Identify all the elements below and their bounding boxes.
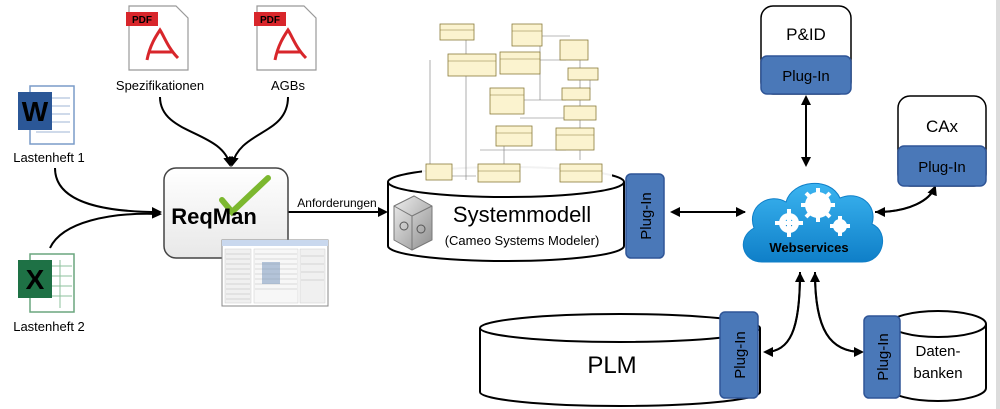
pdf-spezifikationen-icon: PDF bbox=[126, 5, 189, 71]
svg-text:Plug-In: Plug-In bbox=[875, 333, 892, 381]
excel-letter: X bbox=[26, 264, 45, 295]
spezifikationen-label: Spezifikationen bbox=[116, 78, 204, 93]
arrow-webservices-plm-b bbox=[764, 272, 805, 353]
arrow-spezifikationen-reqman bbox=[159, 96, 234, 167]
reqman-logo-text: ReqMan bbox=[171, 204, 257, 229]
webservices-cloud-icon: Webservices bbox=[742, 183, 883, 263]
connectors bbox=[49, 95, 937, 357]
cax-plugin-label: Plug-In bbox=[918, 159, 966, 176]
arrow-webservices-db-b bbox=[810, 272, 863, 353]
svg-text:Plug-In: Plug-In bbox=[732, 331, 749, 379]
plm-label: PLM bbox=[587, 352, 636, 379]
reqman-box: ReqMan bbox=[163, 167, 289, 259]
pid-box: P&ID Plug-In bbox=[760, 5, 852, 95]
plm-plugin: Plug-In bbox=[719, 311, 759, 399]
lastenheft2-label: Lastenheft 2 bbox=[13, 319, 85, 334]
pid-label: P&ID bbox=[786, 25, 826, 44]
svg-text:PDF: PDF bbox=[132, 15, 152, 26]
excel-document-icon: X bbox=[18, 253, 75, 313]
arrow-lastenheft1-reqman bbox=[54, 167, 162, 217]
arrow-webservices-plm-a bbox=[763, 271, 801, 357]
arrow-lastenheft2-reqman bbox=[49, 208, 162, 249]
anforderungen-label: Anforderungen bbox=[297, 196, 376, 210]
uml-diagram-screenshot bbox=[422, 18, 612, 186]
word-letter: W bbox=[22, 96, 49, 127]
lastenheft1-label: Lastenheft 1 bbox=[13, 150, 85, 165]
pdf-agbs-icon: PDF bbox=[254, 5, 317, 71]
systemmodell-plugin: Plug-In bbox=[625, 173, 665, 259]
word-document-icon: W bbox=[18, 85, 75, 145]
reqman-screenshot-thumbnail bbox=[221, 239, 329, 307]
cameo-subtitle: (Cameo Systems Modeler) bbox=[445, 233, 600, 248]
pid-plugin-label: Plug-In bbox=[782, 68, 830, 85]
svg-text:PDF: PDF bbox=[260, 15, 280, 26]
cax-box: CAx Plug-In bbox=[897, 95, 987, 187]
arrow-webservices-cax-b bbox=[875, 186, 936, 217]
plm-cylinder: PLM bbox=[479, 313, 761, 407]
cameo-cube-icon bbox=[393, 195, 433, 251]
datenbanken-cylinder: Daten- banken bbox=[889, 310, 987, 402]
arrow-agbs-reqman bbox=[228, 96, 289, 167]
datenbanken-label-line2: banken bbox=[913, 365, 962, 382]
datenbanken-label-line1: Daten- bbox=[915, 343, 960, 360]
cax-label: CAx bbox=[926, 117, 959, 136]
systemmodell-title: Systemmodell bbox=[453, 202, 591, 227]
datenbanken-plugin: Plug-In bbox=[863, 315, 901, 399]
agbs-label: AGBs bbox=[271, 78, 305, 93]
arrow-webservices-db-a bbox=[814, 271, 864, 357]
plugin-label: Plug-In bbox=[638, 192, 655, 240]
webservices-label: Webservices bbox=[769, 240, 848, 255]
